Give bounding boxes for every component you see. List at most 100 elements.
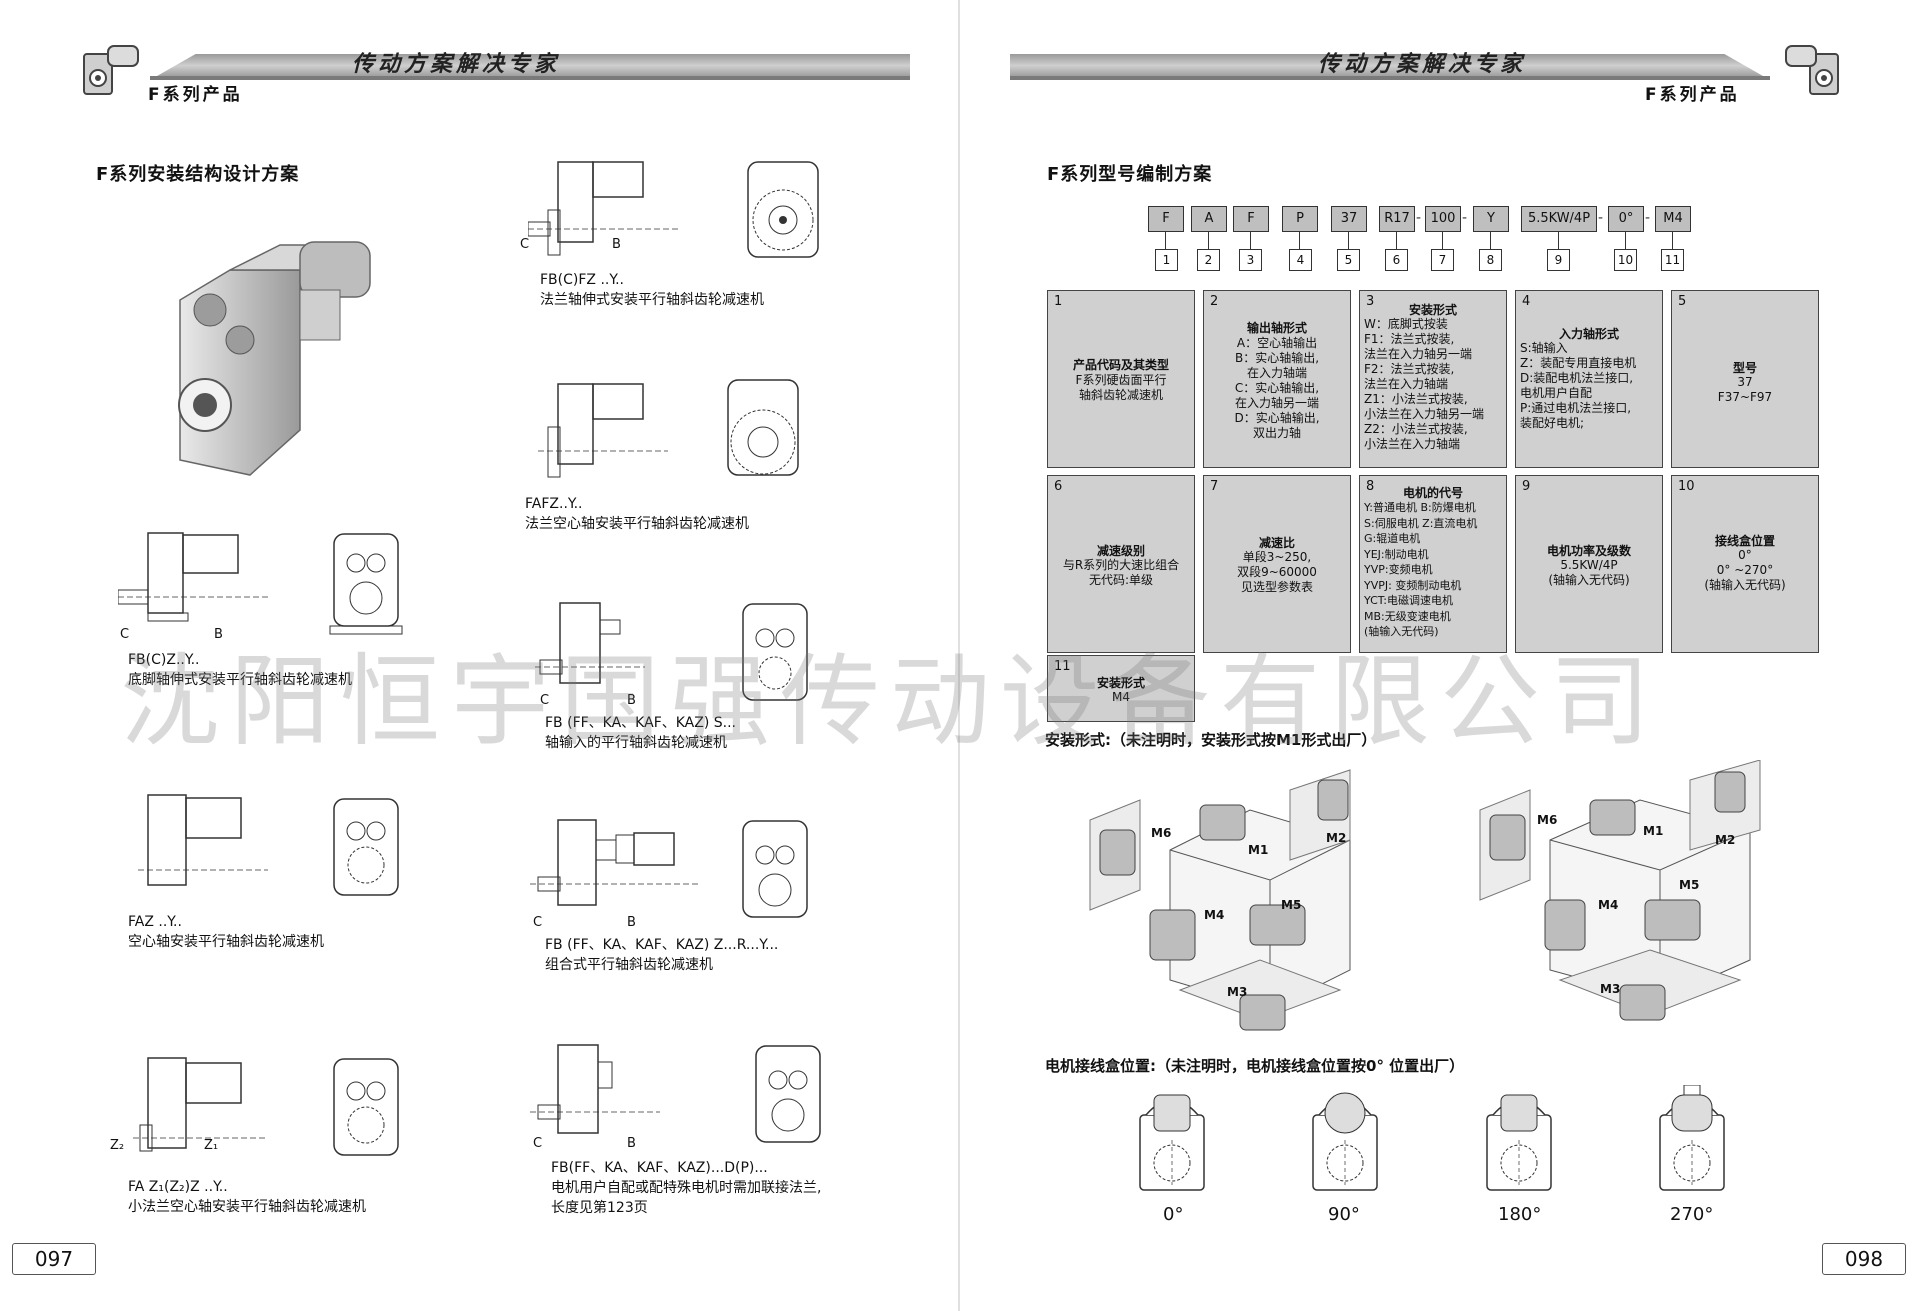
gear-reducer-icon <box>83 45 139 95</box>
drawing-fbcfz-front <box>747 161 819 258</box>
label-b: B <box>627 693 636 708</box>
drawing-fbdp-front <box>755 1045 821 1143</box>
mount-label-m1: M1 <box>1248 843 1269 857</box>
code-cell-9: 9 电机功率及级数 5.5KW/4P (轴输入无代码) <box>1515 475 1663 653</box>
config-desc: 空心轴安装平行轴斜齿轮减速机 <box>128 934 324 950</box>
code-box: A <box>1191 206 1227 232</box>
mount-label-m4: M4 <box>1598 898 1619 912</box>
code-box: F <box>1148 206 1184 232</box>
code-box: 37 <box>1331 206 1367 232</box>
config-desc-2: 长度见第123页 <box>551 1200 648 1216</box>
junction-box-90deg <box>1312 1092 1378 1191</box>
page-number-left: 097 <box>12 1243 96 1275</box>
section-title-model: F系列型号编制方案 <box>1047 164 1213 185</box>
code-cell-7: 7 减速比 单段3~250, 双段9~60000 见选型参数表 <box>1203 475 1351 653</box>
drawing-fafz-side <box>538 383 668 478</box>
label-z2: Z₂ <box>110 1138 125 1153</box>
config-code: FA Z₁(Z₂)Z ..Y.. <box>128 1179 228 1195</box>
label-c: C <box>520 237 530 252</box>
code-dash: - <box>1416 210 1422 226</box>
config-code: FAFZ..Y.. <box>525 496 583 512</box>
page-number-right: 098 <box>1822 1243 1906 1275</box>
label-c: C <box>533 915 543 930</box>
label-c: C <box>533 1136 543 1151</box>
mount-label-m3: M3 <box>1227 985 1248 999</box>
drawing-fbcz-front <box>329 533 403 635</box>
junction-box-270deg <box>1659 1085 1725 1191</box>
code-cell-11: 11 安装形式 M4 <box>1047 655 1195 722</box>
junction-angle-label: 90° <box>1328 1204 1360 1225</box>
code-cell-10: 10 接线盒位置 0° 0° ~270° (轴输入无代码) <box>1671 475 1819 653</box>
config-code: FB(C)FZ ..Y.. <box>540 272 624 288</box>
mount-label-m5: M5 <box>1679 878 1700 892</box>
label-b: B <box>612 237 621 252</box>
config-desc: 底脚轴伸式安装平行轴斜齿轮减速机 <box>128 672 352 688</box>
junction-title: 电机接线盒位置:（未注明时，电机接线盒位置按0° 位置出厂） <box>1045 1057 1465 1075</box>
code-dash: - <box>1598 210 1604 226</box>
header-series-left: F系列产品 <box>148 85 243 105</box>
code-cell-2: 2 输出轴形式 A：空心轴输出 B：实心轴输出, 在入力轴端 C：实心轴输出, … <box>1203 290 1351 468</box>
drawing-faz-front <box>333 798 399 896</box>
mount-cube-diagram-right <box>1479 760 1761 1021</box>
junction-angle-label: 270° <box>1670 1204 1714 1225</box>
code-number: 6 <box>1385 249 1408 271</box>
code-cell-4: 4 入力轴形式 S:轴输入 Z：装配专用直接电机 D:装配电机法兰接口, 电机用… <box>1515 290 1663 468</box>
mount-label-m2: M2 <box>1326 831 1347 845</box>
mount-label-m1: M1 <box>1643 824 1664 838</box>
code-number: 7 <box>1431 249 1454 271</box>
config-desc: 法兰空心轴安装平行轴斜齿轮减速机 <box>525 516 749 532</box>
header-band-left <box>150 54 910 80</box>
code-dash: - <box>1645 210 1651 226</box>
label-b: B <box>214 627 223 642</box>
code-box: 100 <box>1425 206 1461 232</box>
junction-box-0deg <box>1139 1094 1205 1191</box>
code-number: 11 <box>1661 249 1684 271</box>
drawing-fbzr-side <box>530 819 700 906</box>
header-line-left <box>150 76 910 80</box>
code-dash: - <box>1462 210 1468 226</box>
code-cell-3: 3 安装形式 W：底脚式按装 F1：法兰式按装, 法兰在入力轴另一端 F2：法兰… <box>1359 290 1507 468</box>
header-series-right: F系列产品 <box>1645 85 1740 105</box>
code-box: M4 <box>1655 206 1691 232</box>
code-number: 8 <box>1479 249 1502 271</box>
drawing-faz-side <box>138 794 268 886</box>
drawing-fbs-side <box>535 602 645 684</box>
label-c: C <box>540 693 550 708</box>
config-code: FAZ ..Y.. <box>128 914 182 930</box>
drawing-fbzr-front <box>742 820 808 918</box>
label-b: B <box>627 1136 636 1151</box>
drawing-fbcz-side <box>118 532 268 622</box>
product-3d-image <box>178 241 371 476</box>
mount-label-m5: M5 <box>1281 898 1302 912</box>
code-number: 5 <box>1337 249 1360 271</box>
junction-angle-label: 0° <box>1163 1204 1184 1225</box>
code-box: Y <box>1473 206 1509 232</box>
config-code: FB(C)Z..Y.. <box>128 652 200 668</box>
code-box: R17 <box>1379 206 1415 232</box>
page-fold <box>958 0 960 1311</box>
label-b: B <box>627 915 636 930</box>
label-c: C <box>120 627 130 642</box>
drawing-fbdp-side <box>530 1044 660 1134</box>
drawing-fbs-front <box>742 603 808 701</box>
mount-label-m2: M2 <box>1715 833 1736 847</box>
code-cell-5: 5 型号 37 F37~F97 <box>1671 290 1819 468</box>
header-band-right <box>1010 54 1770 80</box>
junction-box-180deg <box>1486 1094 1552 1191</box>
code-number: 1 <box>1155 249 1178 271</box>
header-slogan-right: 传动方案解决专家 <box>1318 52 1527 77</box>
mount-cube-diagram-left <box>1089 769 1351 1031</box>
config-code: FB (FF、KA、KAF、KAZ) Z...R...Y... <box>545 937 779 953</box>
gear-reducer-icon <box>1785 45 1839 95</box>
label-z1: Z₁ <box>204 1138 219 1153</box>
code-cell-8: 8 电机的代号 Y:普通电机 B:防爆电机 S:伺服电机 Z:直流电机 G:辊道… <box>1359 475 1507 653</box>
header-slogan-left: 传动方案解决专家 <box>352 52 561 77</box>
mount-label-m4: M4 <box>1204 908 1225 922</box>
config-desc: 小法兰空心轴安装平行轴斜齿轮减速机 <box>128 1199 366 1215</box>
drawing-faz1z2-side <box>133 1057 268 1152</box>
code-number: 10 <box>1614 249 1637 271</box>
drawing-faz1z2-front <box>333 1058 399 1156</box>
mount-title: 安装形式:（未注明时，安装形式按M1形式出厂） <box>1045 731 1377 749</box>
code-number: 3 <box>1239 249 1262 271</box>
code-number: 4 <box>1289 249 1312 271</box>
